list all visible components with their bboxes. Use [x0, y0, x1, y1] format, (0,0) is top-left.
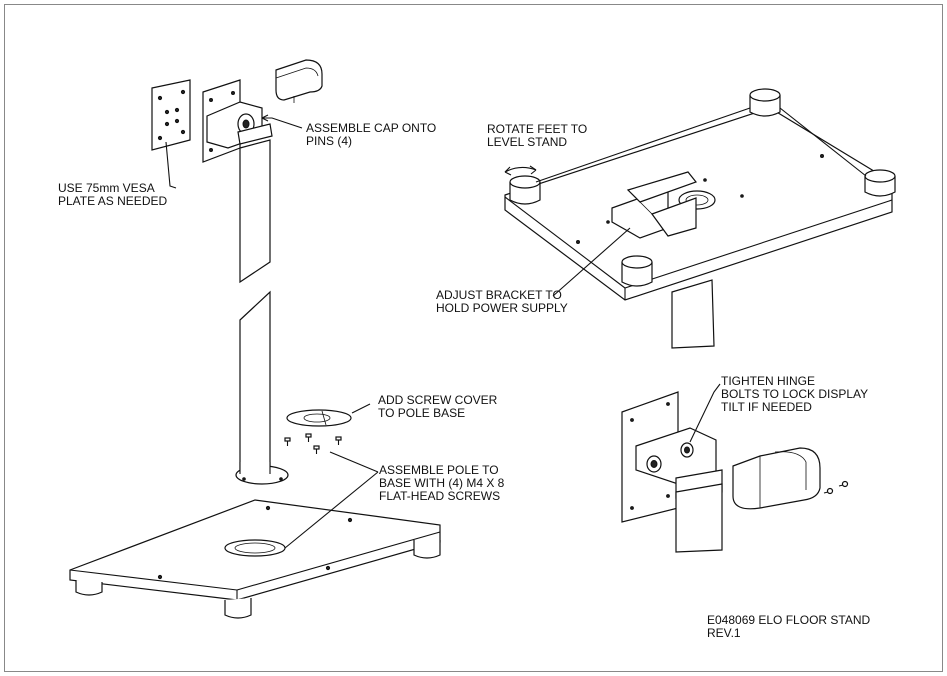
leveling-feet — [509, 88, 896, 287]
label-assemble-cap: ASSEMBLE CAP ONTO PINS (4) — [306, 121, 437, 148]
mount-plate — [202, 79, 273, 163]
label-tighten-hinge: TIGHTEN HINGE BOLTS TO LOCK DISPLAY TILT… — [721, 374, 869, 414]
hinge-detail-cap — [732, 447, 821, 510]
label-rotate-feet: ROTATE FEET TO LEVEL STAND — [487, 122, 588, 149]
power-supply-bracket — [611, 171, 697, 239]
stand-pole — [671, 279, 715, 349]
upper-pole — [239, 139, 271, 284]
base-plate — [69, 499, 441, 601]
pole-flange — [235, 462, 289, 485]
base-feet — [75, 540, 441, 619]
cap — [275, 59, 323, 103]
label-assemble-pole: ASSEMBLE POLE TO BASE WITH (4) M4 X 8 FL… — [379, 463, 505, 503]
hinge-detail-pole — [675, 483, 723, 553]
label-adjust-bracket: ADJUST BRACKET TO HOLD POWER SUPPLY — [436, 288, 568, 315]
rotate-arrow — [504, 165, 537, 176]
hinge-detail-screws — [823, 480, 849, 495]
lower-pole — [239, 290, 271, 471]
label-vesa-plate: USE 75mm VESA PLATE AS NEEDED — [58, 181, 168, 208]
vesa-plate — [151, 79, 191, 151]
label-screw-cover: ADD SCREW COVER TO POLE BASE — [378, 393, 498, 420]
screw-cover — [286, 409, 352, 427]
drawing-border — [4, 4, 943, 672]
flat-head-screws — [284, 433, 342, 454]
title-block: E048069 ELO FLOOR STAND REV.1 — [707, 613, 871, 640]
leader-lines — [165, 107, 867, 549]
